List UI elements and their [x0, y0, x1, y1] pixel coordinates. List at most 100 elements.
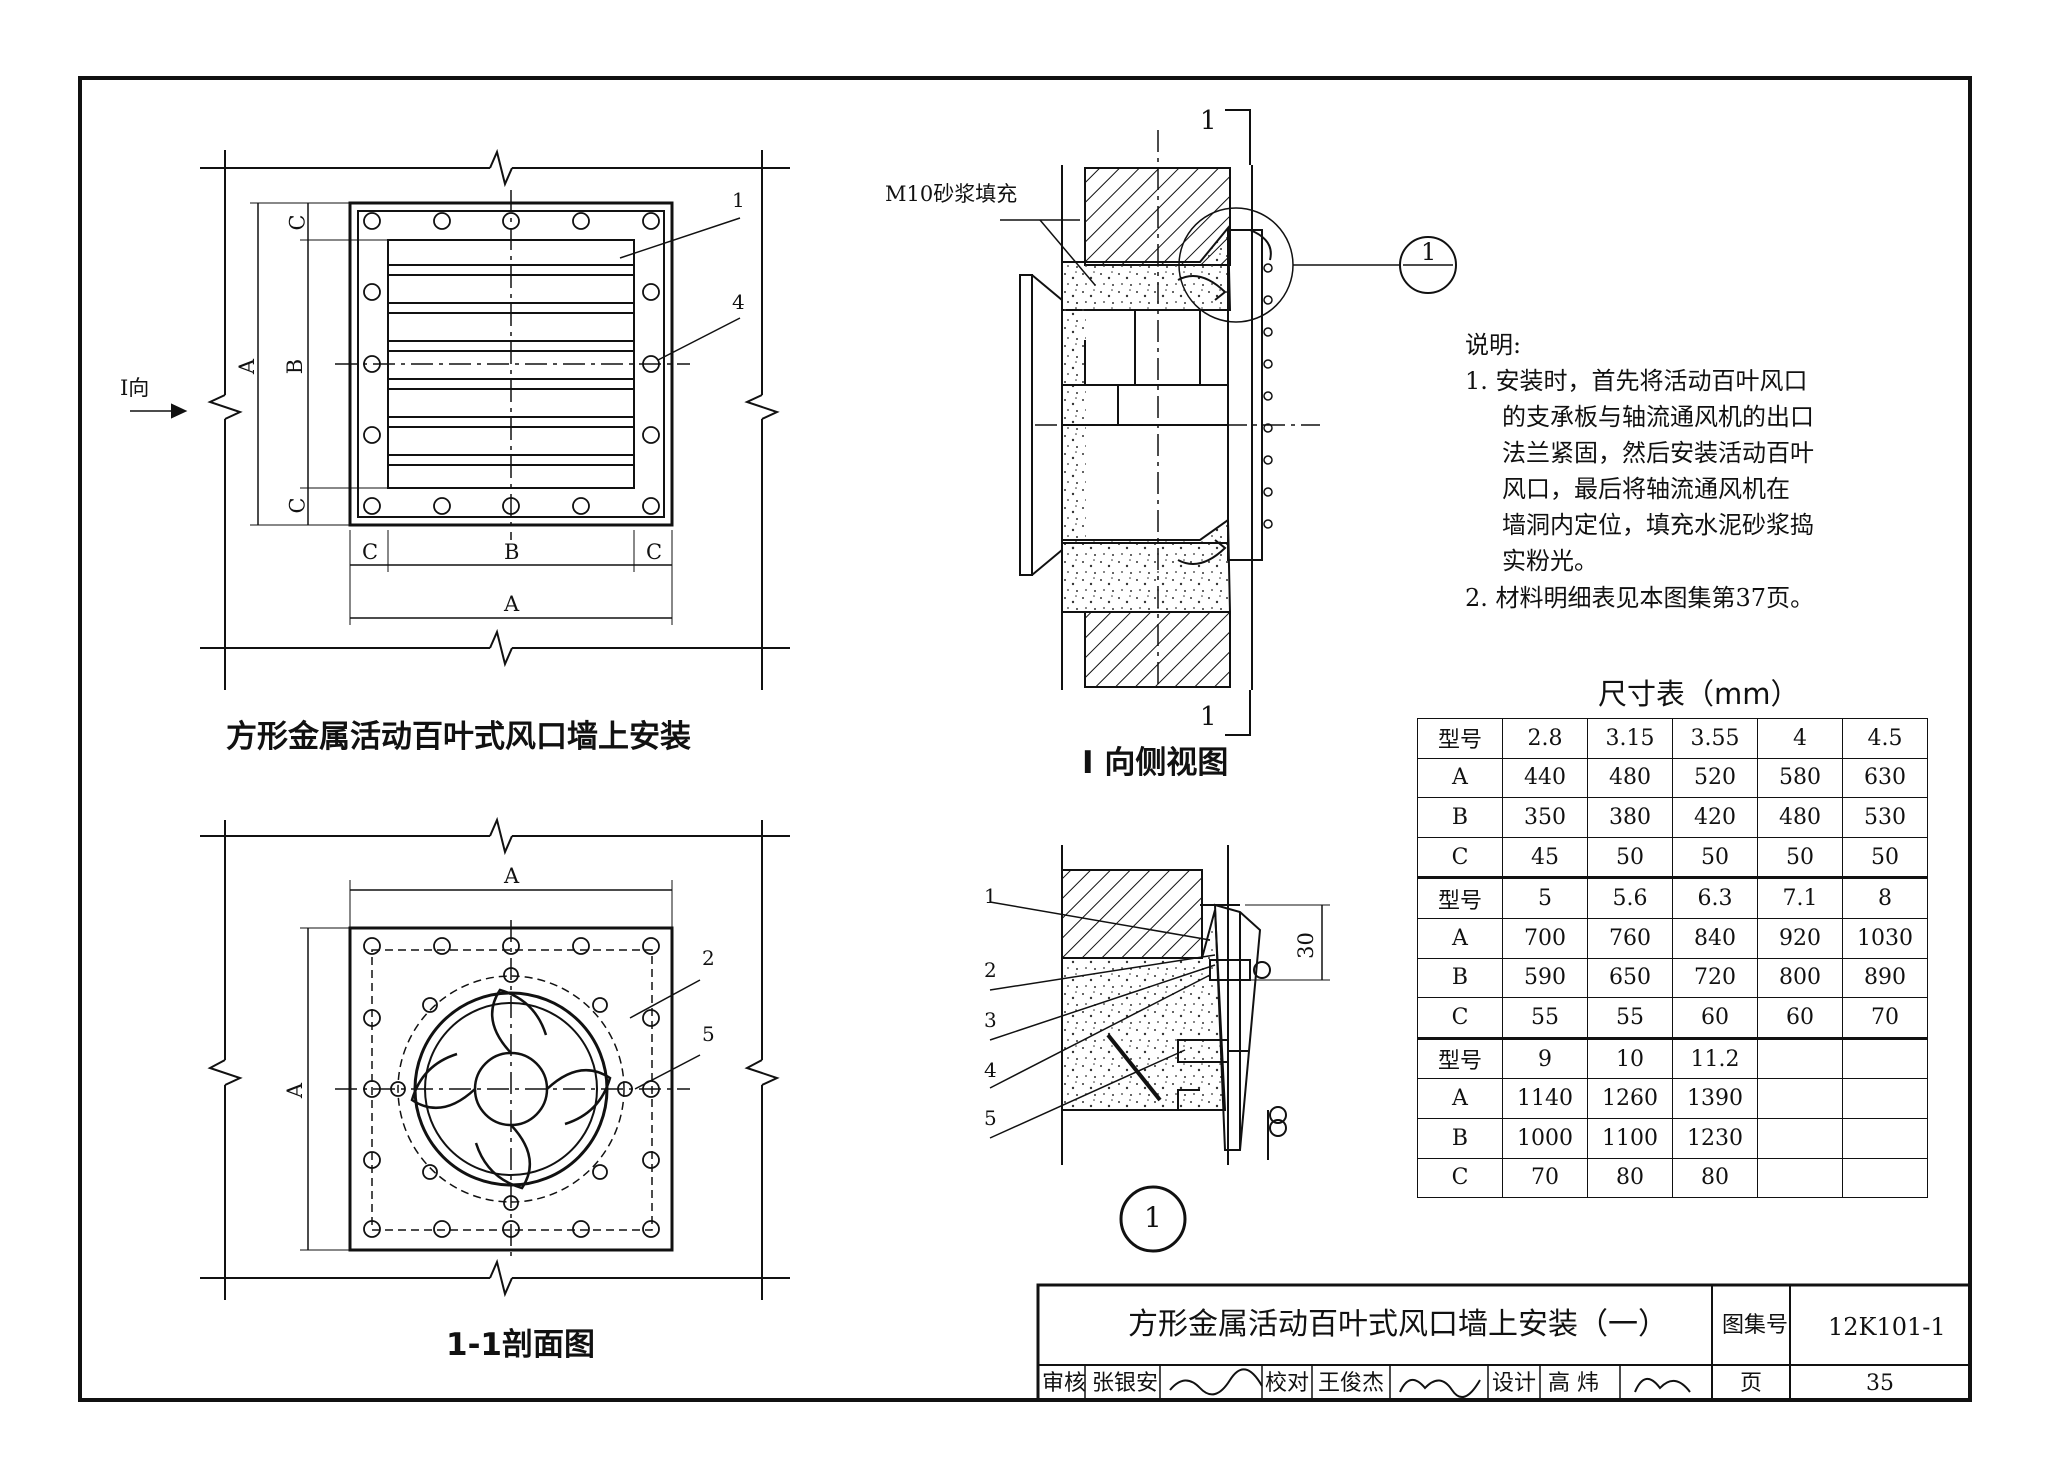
size-table-cell: 50 — [1587, 836, 1673, 879]
size-table-cell: 10 — [1587, 1036, 1673, 1080]
size-table-cell: 760 — [1587, 917, 1673, 959]
front-dim-c-right: C — [646, 540, 663, 564]
size-table-cell — [1757, 1036, 1843, 1080]
size-table-row-header: A — [1417, 1078, 1503, 1119]
size-table-cell: 6.3 — [1672, 876, 1758, 919]
size-table-cell: 60 — [1672, 997, 1758, 1039]
size-table-cell: 45 — [1502, 836, 1588, 879]
size-table-cell: 420 — [1672, 797, 1758, 838]
size-table-cell: 8 — [1842, 876, 1928, 919]
size-table-cell — [1842, 1117, 1928, 1159]
page-label: 页 — [1740, 1371, 1763, 1396]
detail-leader-4: 4 — [984, 1058, 997, 1082]
size-table-cell — [1757, 1078, 1843, 1119]
designer-name: 高 炜 — [1548, 1371, 1599, 1396]
size-table-cell — [1842, 1157, 1928, 1199]
front-view-caption: 方形金属活动百叶式风口墙上安装 — [226, 719, 691, 755]
size-table-row-header: 型号 — [1417, 876, 1503, 919]
size-table-cell — [1757, 1157, 1843, 1199]
size-table-cell: 50 — [1842, 836, 1928, 879]
front-dim-b-horizontal: B — [504, 540, 520, 564]
size-table-cell: 70 — [1842, 997, 1928, 1039]
notes-line: 实粉光。 — [1502, 547, 1598, 575]
sheet-border — [78, 76, 1972, 1402]
size-table-cell — [1842, 1036, 1928, 1080]
notes-line: 2. 材料明细表见本图集第37页。 — [1465, 584, 1815, 612]
size-table-row-header: C — [1417, 1157, 1503, 1199]
size-table-cell: 720 — [1672, 957, 1758, 999]
size-table-cell: 440 — [1502, 757, 1588, 799]
section-view — [200, 816, 790, 1300]
size-table-cell: 11.2 — [1672, 1036, 1758, 1080]
size-table-cell: 650 — [1587, 957, 1673, 999]
title-block-lines — [1036, 1283, 1972, 1402]
size-table-cell: 1000 — [1502, 1117, 1588, 1159]
size-table-cell: 9 — [1502, 1036, 1588, 1080]
detail-leader-1: 1 — [984, 884, 997, 908]
side-view — [1000, 109, 1457, 736]
detail-leader-5: 5 — [984, 1106, 997, 1130]
size-table-cell: 800 — [1757, 957, 1843, 999]
size-table-row-header: 型号 — [1417, 1036, 1503, 1080]
size-table-row-header: B — [1417, 957, 1503, 999]
atlas-number: 12K101-1 — [1828, 1313, 1946, 1341]
section-leader-5: 5 — [702, 1022, 715, 1046]
size-table-cell: 840 — [1672, 917, 1758, 959]
size-table-row-header: C — [1417, 836, 1503, 879]
design-label: 设计 — [1492, 1371, 1537, 1396]
mortar-note: M10砂浆填充 — [885, 182, 1018, 206]
size-table-row-header: B — [1417, 797, 1503, 838]
size-table-cell: 55 — [1502, 997, 1588, 1039]
drawing-title: 方形金属活动百叶式风口墙上安装（一） — [1128, 1307, 1668, 1342]
section-mark-top: 1 — [1200, 106, 1217, 136]
detail-leader-3: 3 — [984, 1008, 997, 1032]
size-table-cell: 1260 — [1587, 1078, 1673, 1119]
notes-line: 1. 安装时，首先将活动百叶风口 — [1465, 367, 1808, 395]
detail-view — [989, 845, 1330, 1253]
notes-line: 的支承板与轴流通风机的出口 — [1502, 403, 1814, 431]
side-view-caption: I 向侧视图 — [1082, 745, 1229, 781]
reviewer-name: 张银安 — [1092, 1371, 1159, 1396]
review-label: 审核 — [1042, 1371, 1087, 1396]
front-dim-a-horizontal: A — [504, 592, 520, 616]
size-table-cell: 1030 — [1842, 917, 1928, 959]
size-table-cell: 55 — [1587, 997, 1673, 1039]
detail-callout-mark: 1 — [1421, 238, 1437, 266]
size-table-cell: 80 — [1672, 1157, 1758, 1199]
section-mark-bottom: 1 — [1200, 702, 1217, 732]
size-table-cell: 700 — [1502, 917, 1588, 959]
section-dim-a-horizontal: A — [504, 864, 520, 888]
notes-line: 法兰紧固，然后安装活动百叶 — [1502, 439, 1814, 467]
notes-heading: 说明: — [1465, 331, 1522, 359]
size-table-cell: 350 — [1502, 797, 1588, 838]
size-table-cell: 5.6 — [1587, 876, 1673, 919]
size-table-cell: 480 — [1587, 757, 1673, 799]
notes-line: 墙洞内定位，填充水泥砂浆捣 — [1502, 511, 1814, 539]
size-table-title: 尺寸表（mm） — [1598, 677, 1800, 711]
front-dim-c-left: C — [362, 540, 379, 564]
size-table-cell: 4.5 — [1842, 718, 1928, 759]
checker-name: 王俊杰 — [1318, 1371, 1385, 1396]
front-view — [130, 148, 790, 690]
page-number: 35 — [1866, 1371, 1894, 1396]
notes-line: 风口，最后将轴流通风机在 — [1502, 475, 1790, 503]
size-table-cell: 520 — [1672, 757, 1758, 799]
size-table-cell: 480 — [1757, 797, 1843, 838]
size-table-row-header: A — [1417, 917, 1503, 959]
section-view-caption: 1-1剖面图 — [446, 1327, 596, 1363]
size-table-cell: 630 — [1842, 757, 1928, 799]
size-table-cell: 1100 — [1587, 1117, 1673, 1159]
